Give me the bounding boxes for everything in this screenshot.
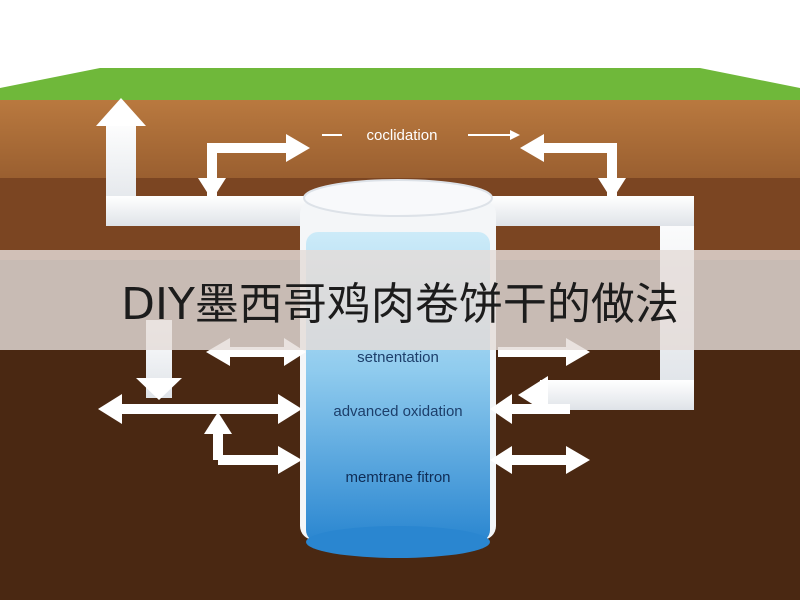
down-arrow-icon-2 [598, 178, 626, 200]
label-top: coclidation [367, 127, 438, 144]
soil-top-layer [0, 100, 800, 178]
grass-layer [0, 68, 800, 100]
left-arrow-icon [520, 134, 544, 162]
label-membrane: memtrane fitron [345, 469, 450, 486]
right-arrow-icon [286, 134, 310, 162]
tank-cap [303, 179, 493, 217]
title-banner [0, 250, 800, 350]
left-arrows [98, 338, 306, 474]
up-arrow-icon [96, 98, 146, 126]
right-arrows [490, 338, 590, 474]
page-title: DIY墨西哥鸡肉卷饼干的做法 [121, 279, 679, 330]
down-arrow-icon [198, 178, 226, 200]
label-oxidation: advanced oxidation [333, 403, 462, 420]
label-sedimentation: setnentation [357, 349, 439, 366]
